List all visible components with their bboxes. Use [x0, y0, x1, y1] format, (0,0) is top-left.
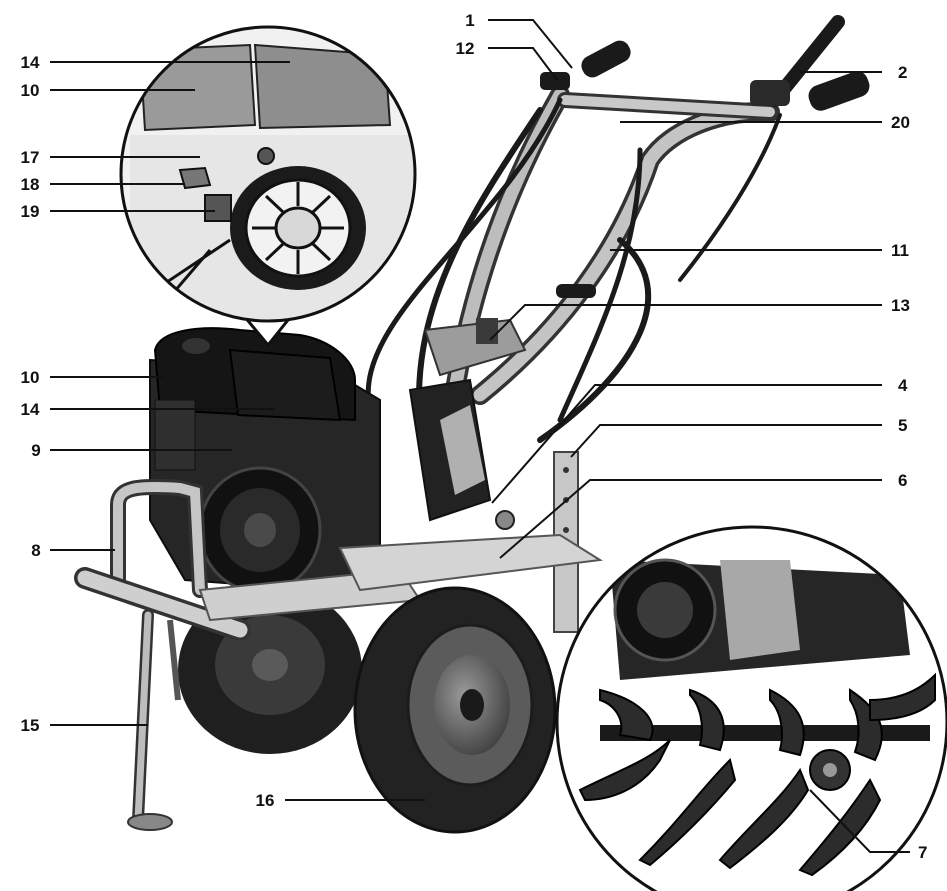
- callout-2: 2: [898, 63, 907, 82]
- leader-7: [809, 789, 910, 853]
- gearbox-cover: [440, 405, 485, 495]
- detail-gearbox: [720, 560, 800, 660]
- tiller-machine: [74, 15, 870, 834]
- callout-18: 18: [21, 175, 40, 194]
- handle-adjust-knob: [556, 284, 596, 298]
- callout-14-detail: 14: [21, 53, 40, 72]
- leader-1: [488, 19, 573, 69]
- leader-lines: [50, 19, 910, 853]
- callout-12: 12: [456, 39, 475, 58]
- leader-13: [489, 304, 882, 341]
- leader-5: [570, 424, 882, 458]
- leader-12: [488, 47, 558, 81]
- callout-14-engine: 14: [21, 400, 40, 419]
- callout-17: 17: [21, 148, 40, 167]
- callout-labels: 1 12 2 20 11 13 4 5 6 7 8 9 10 14 15 16 …: [21, 11, 928, 862]
- callout-19: 19: [21, 202, 40, 221]
- tine-inset-border: [555, 525, 947, 891]
- front-right-wheel: [353, 586, 557, 834]
- callout-20: 20: [891, 113, 910, 132]
- detail-throttle-lever: [178, 166, 212, 190]
- callout-8: 8: [31, 541, 40, 560]
- left-handle-grip: [581, 40, 631, 78]
- left-control-lever: [540, 72, 570, 90]
- detail-choke-lever: [204, 194, 232, 222]
- detail-air-filter-cover: [253, 43, 392, 130]
- handle-lock: [476, 318, 498, 344]
- tine-detail-inset: [555, 525, 947, 891]
- callout-7: 7: [918, 843, 927, 862]
- callout-16: 16: [256, 791, 275, 810]
- right-control-lever: [750, 80, 790, 106]
- callout-9: 9: [31, 441, 40, 460]
- callout-5: 5: [898, 416, 907, 435]
- tine-shaft: [600, 725, 930, 741]
- callout-10-detail: 10: [21, 81, 40, 100]
- hitch-pin: [495, 510, 515, 530]
- kickstand: [127, 609, 181, 831]
- air-filter: [228, 348, 342, 422]
- callout-6: 6: [898, 471, 907, 490]
- right-handle-grip: [808, 71, 870, 111]
- inset-circle-border: [119, 25, 417, 323]
- leader-4: [491, 384, 882, 504]
- callout-10-engine: 10: [21, 368, 40, 387]
- fuel-cap: [182, 338, 210, 354]
- front-bumper: [74, 478, 251, 641]
- callout-13: 13: [891, 296, 910, 315]
- callout-15: 15: [21, 716, 40, 735]
- callout-4: 4: [898, 376, 908, 395]
- engine-detail-inset: [119, 25, 417, 348]
- muffler: [154, 399, 196, 471]
- callout-1: 1: [465, 11, 474, 30]
- detail-fuel-tank: [138, 43, 257, 132]
- engine: [149, 327, 381, 594]
- leader-6: [499, 479, 882, 559]
- fender: [338, 533, 603, 592]
- callout-11: 11: [891, 241, 909, 260]
- tiller-tines: [578, 672, 936, 877]
